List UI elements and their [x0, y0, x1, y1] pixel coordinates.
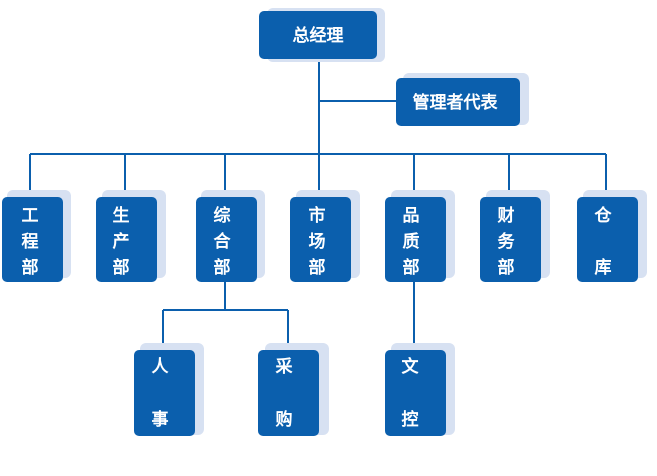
dept-general-affairs-char-3: 部 — [214, 257, 231, 278]
dept-general-affairs[interactable]: 综 合 部 — [196, 190, 265, 282]
dept-general-affairs-char-2: 合 — [214, 231, 232, 252]
dept-production[interactable]: 生 产 部 — [96, 190, 166, 282]
unit-document-control-char-1: 文 — [402, 356, 420, 377]
dept-engineering-char-3: 部 — [22, 257, 39, 278]
unit-personnel-char-2: 事 — [152, 410, 169, 430]
dept-warehouse[interactable]: 仓 库 — [577, 190, 647, 282]
node-general-manager-label: 总经理 — [293, 25, 344, 46]
node-general-manager[interactable]: 总经理 — [259, 8, 385, 62]
dept-warehouse-char-2: 库 — [595, 257, 612, 278]
dept-production-char-1: 生 — [113, 205, 130, 226]
dept-general-affairs-char-1: 综 — [214, 205, 231, 226]
unit-document-control[interactable]: 文 控 — [385, 343, 455, 436]
dept-finance[interactable]: 财 务 部 — [480, 190, 550, 282]
dept-finance-char-1: 财 — [497, 205, 515, 226]
unit-personnel-char-1: 人 — [152, 357, 170, 377]
dept-quality-char-1: 品 — [403, 206, 420, 226]
unit-document-control-char-2: 控 — [402, 409, 419, 430]
dept-engineering-char-2: 程 — [22, 232, 39, 252]
dept-production-char-3: 部 — [113, 257, 130, 278]
dept-engineering[interactable]: 工 程 部 — [2, 190, 71, 282]
dept-marketing-char-3: 部 — [309, 257, 326, 278]
dept-marketing-char-2: 场 — [309, 232, 326, 252]
node-management-rep[interactable]: 管理者代表 — [396, 73, 529, 126]
dept-quality[interactable]: 品 质 部 — [385, 190, 455, 282]
unit-procurement[interactable]: 采 购 — [258, 343, 329, 436]
dept-production-char-2: 产 — [113, 231, 130, 252]
unit-personnel[interactable]: 人 事 — [134, 343, 204, 436]
dept-quality-char-3: 部 — [403, 257, 420, 278]
dept-finance-char-2: 务 — [498, 231, 516, 252]
dept-finance-char-3: 部 — [498, 257, 515, 278]
dept-marketing-char-1: 市 — [309, 205, 326, 226]
dept-warehouse-char-1: 仓 — [594, 205, 613, 226]
unit-procurement-char-2: 购 — [276, 409, 293, 430]
dept-marketing[interactable]: 市 场 部 — [290, 190, 360, 282]
node-management-rep-label: 管理者代表 — [413, 92, 499, 113]
dept-quality-char-2: 质 — [403, 232, 420, 252]
unit-procurement-char-1: 采 — [275, 357, 293, 377]
dept-engineering-char-1: 工 — [22, 206, 39, 226]
